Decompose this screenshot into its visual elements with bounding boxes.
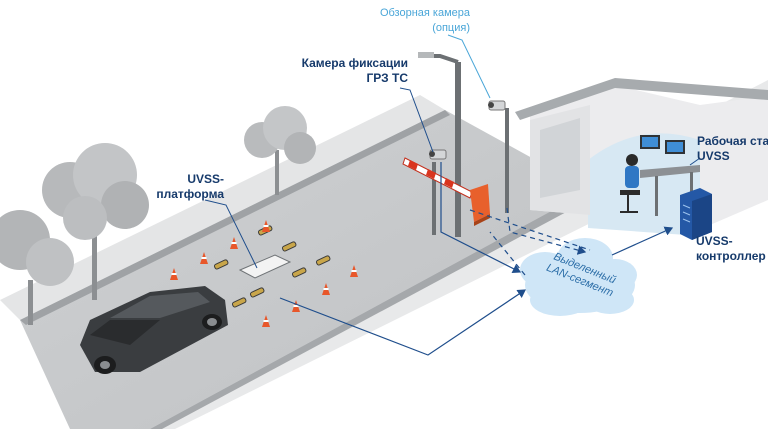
monitor-icon <box>640 135 685 154</box>
overview-camera-label: Обзорная камера (опция) <box>366 6 470 36</box>
cloud-icon <box>520 238 637 316</box>
leader-lines <box>204 34 701 269</box>
guard-booth-icon <box>515 78 768 236</box>
camera-icon <box>429 149 447 160</box>
camera-icon <box>488 100 506 111</box>
street-lamp-icon <box>418 52 461 237</box>
plate-camera-label-line2: ГРЗ ТС <box>366 71 409 85</box>
car-icon <box>80 286 228 374</box>
workstation-label: Рабочая стан UVSS <box>697 134 768 164</box>
workstation-label-line2: UVSS <box>697 149 730 163</box>
uvss-controller-label-line2: контроллер <box>696 249 766 263</box>
uvss-controller-label-line1: UVSS- <box>696 234 733 248</box>
uvss-controller-label: UVSS- контроллер <box>696 234 768 264</box>
uvss-platform-label-line1: UVSS- <box>187 172 224 186</box>
uvss-platform-label-line2: платформа <box>156 187 224 201</box>
barrier-icon <box>402 157 490 226</box>
overview-camera-label-line1: Обзорная камера <box>379 7 470 19</box>
operator-icon <box>620 154 640 213</box>
workstation-label-line1: Рабочая стан <box>697 134 768 148</box>
plate-camera-label: Камера фиксации ГРЗ ТС <box>292 56 408 86</box>
connectors <box>279 162 674 356</box>
server-icon <box>680 188 712 240</box>
uvss-platform-label: UVSS- платформа <box>130 172 224 202</box>
tree-icon <box>0 210 74 325</box>
tree-icon <box>244 106 316 195</box>
uvss-platform <box>238 254 292 279</box>
plate-camera-label-line1: Камера фиксации <box>301 56 408 70</box>
tree-icon <box>42 143 149 300</box>
overview-camera-pole <box>505 108 509 213</box>
overview-camera-label-line2: (опция) <box>432 22 470 34</box>
